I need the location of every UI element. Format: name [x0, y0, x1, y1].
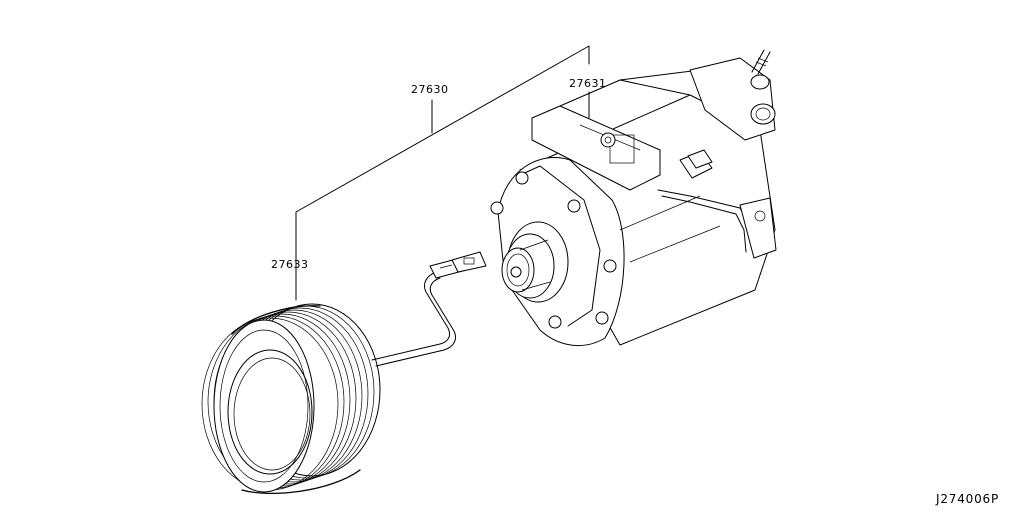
leader-lines: [295, 45, 590, 301]
callout-27633[interactable]: 27633: [271, 258, 309, 271]
callout-27630[interactable]: 27630: [411, 83, 449, 96]
clutch-pulley: [201, 303, 381, 494]
callout-27631[interactable]: 27631: [569, 77, 607, 90]
compressor-body: [490, 49, 777, 347]
diagram-code: J274006P: [935, 492, 999, 506]
clutch-wire: [371, 251, 487, 367]
